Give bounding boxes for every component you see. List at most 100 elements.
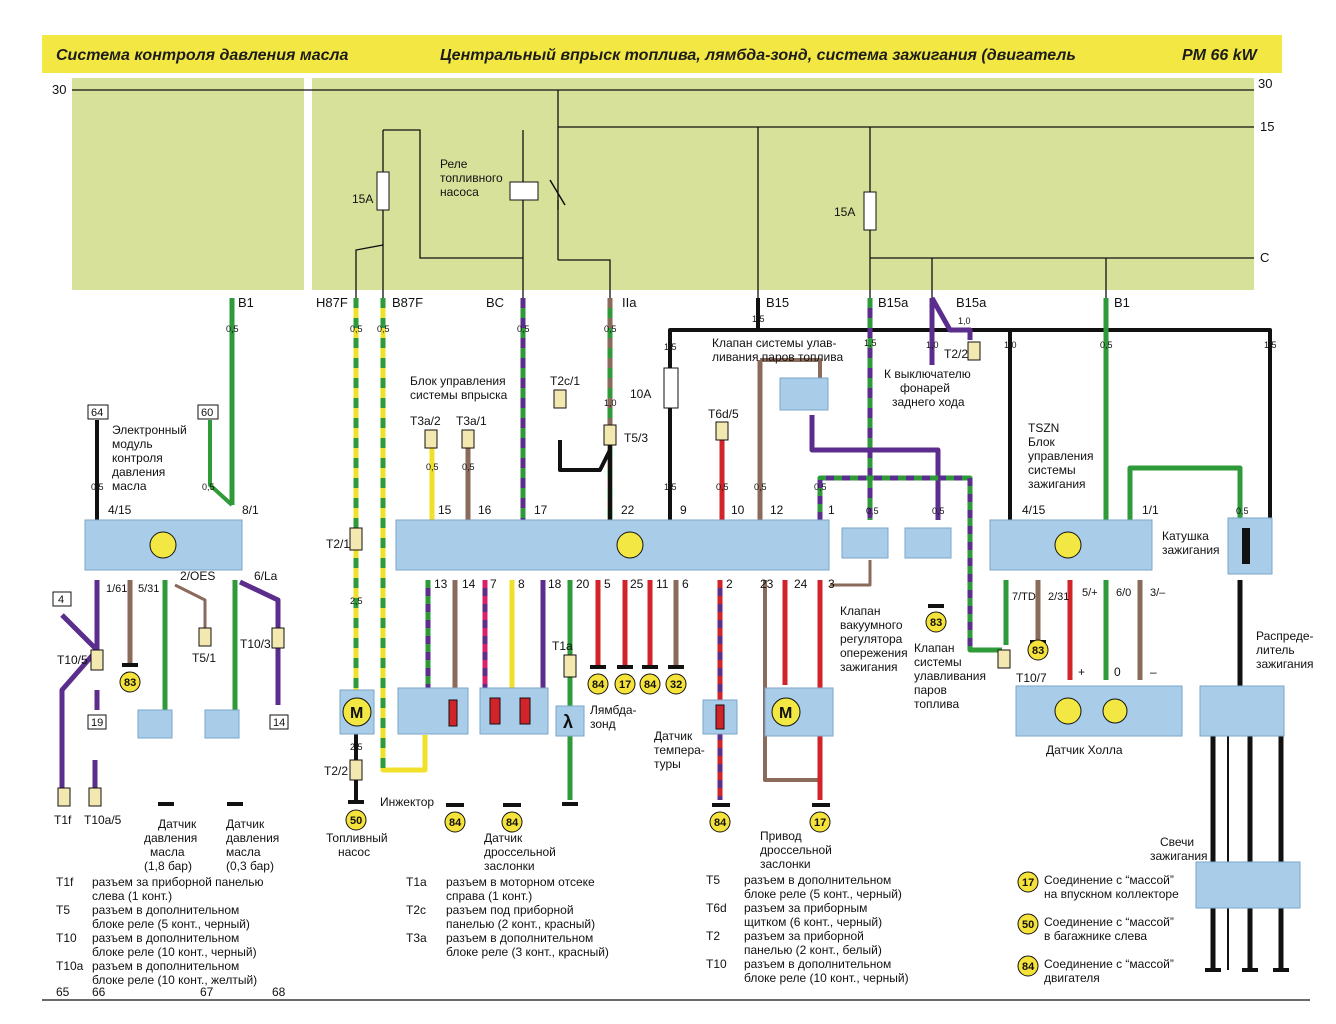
terminal-h87f: H87F: [316, 295, 348, 310]
legend-mid: T1a разъем в моторном отсеке справа (1 к…: [406, 875, 609, 959]
svg-text:6/La: 6/La: [254, 569, 278, 583]
oil-module-transistor-icon: [149, 531, 177, 559]
svg-text:0,5: 0,5: [716, 482, 729, 492]
box-4: 4: [58, 594, 64, 606]
page-66: 66: [92, 985, 106, 999]
svg-text:зажигания: зажигания: [1256, 657, 1314, 671]
svg-text:масла: масла: [226, 845, 261, 859]
wires: [59, 296, 1284, 970]
svg-text:84: 84: [644, 679, 657, 691]
svg-text:разъем в дополнительном: разъем в дополнительном: [92, 931, 239, 945]
svg-text:25: 25: [630, 577, 644, 591]
svg-text:системы: системы: [914, 655, 962, 669]
svg-text:литель: литель: [1256, 643, 1295, 657]
svg-text:T3a: T3a: [406, 931, 427, 945]
svg-text:2,5: 2,5: [350, 742, 363, 752]
engine-code: PM 66 kW: [1182, 47, 1259, 64]
svg-text:блоке реле (10 конт., черный): блоке реле (10 конт., черный): [744, 971, 909, 985]
svg-text:–: –: [1150, 665, 1157, 679]
page-68: 68: [272, 985, 286, 999]
svg-text:Катушка: Катушка: [1162, 529, 1209, 543]
svg-text:1,0: 1,0: [604, 398, 617, 408]
svg-text:+: +: [1078, 665, 1085, 679]
svg-text:Клапан: Клапан: [914, 641, 954, 655]
box-64: 64: [91, 407, 103, 419]
svg-text:T1a: T1a: [406, 875, 427, 889]
svg-text:блоке реле (10 конт., желтый): блоке реле (10 конт., желтый): [92, 973, 257, 987]
svg-text:заслонки: заслонки: [484, 859, 535, 873]
fuse-right-label: 15A: [834, 205, 855, 219]
svg-text:дроссельной: дроссельной: [760, 843, 832, 857]
svg-text:4/15: 4/15: [108, 503, 132, 517]
bus-15: 15: [1260, 119, 1274, 134]
throttle-motor-icon: [771, 697, 801, 727]
box-19: 19: [91, 717, 103, 729]
svg-text:14: 14: [462, 577, 476, 591]
svg-text:(1,8 бар): (1,8 бар): [144, 859, 192, 873]
svg-text:T5/1: T5/1: [192, 651, 216, 665]
panel-wiring: [355, 90, 1107, 298]
svg-text:0,5: 0,5: [226, 324, 239, 334]
svg-text:17: 17: [534, 503, 548, 517]
svg-text:0,5: 0,5: [1100, 340, 1113, 350]
svg-text:3: 3: [828, 577, 835, 591]
svg-text:T10a/5: T10a/5: [84, 813, 122, 827]
svg-text:T2/2: T2/2: [324, 764, 348, 778]
throttle-motor-m: M: [779, 705, 792, 722]
injection-control-unit: [395, 519, 830, 571]
svg-text:2: 2: [726, 577, 733, 591]
svg-text:T10a: T10a: [56, 959, 84, 973]
svg-text:управления: управления: [1028, 449, 1093, 463]
svg-text:0,5: 0,5: [866, 506, 879, 516]
svg-text:регулятора: регулятора: [840, 632, 903, 646]
svg-text:T5: T5: [56, 903, 70, 917]
svg-text:1,5: 1,5: [752, 314, 765, 324]
svg-text:на впускном коллекторе: на впускном коллекторе: [1044, 887, 1179, 901]
svg-text:0: 0: [1114, 665, 1121, 679]
svg-text:Привод: Привод: [760, 829, 802, 843]
svg-text:Распреде-: Распреде-: [1256, 629, 1314, 643]
svg-text:давления: давления: [112, 465, 165, 479]
svg-text:84: 84: [449, 817, 462, 829]
svg-text:10: 10: [731, 503, 745, 517]
svg-text:1,0: 1,0: [926, 340, 939, 350]
svg-text:давления: давления: [144, 831, 197, 845]
svg-text:разъем за приборной панелью: разъем за приборной панелью: [92, 875, 263, 889]
terminal-b15a-1: B15a: [878, 295, 909, 310]
left-title: Система контроля давления масла: [56, 47, 348, 64]
svg-text:(0,3 бар): (0,3 бар): [226, 859, 274, 873]
svg-text:T5: T5: [706, 873, 720, 887]
relay-panel-left: [72, 78, 304, 290]
svg-text:Датчик Холла: Датчик Холла: [1046, 743, 1123, 757]
svg-text:разъем за приборным: разъем за приборным: [744, 901, 867, 915]
svg-text:0,5: 0,5: [814, 482, 827, 492]
svg-text:панелью (2 конт., белый): панелью (2 конт., белый): [744, 943, 882, 957]
terminal-b15: B15: [766, 295, 789, 310]
svg-text:улавливания: улавливания: [914, 669, 986, 683]
svg-text:1: 1: [828, 503, 835, 517]
svg-text:5/31: 5/31: [138, 583, 159, 595]
spark-plugs: [1195, 861, 1301, 909]
svg-text:двигателя: двигателя: [1044, 971, 1100, 985]
svg-text:справа (1 конт.): справа (1 конт.): [446, 889, 532, 903]
svg-text:17: 17: [1022, 877, 1034, 889]
svg-text:7: 7: [490, 577, 497, 591]
svg-text:T3a/2: T3a/2: [410, 414, 441, 428]
svg-text:Блок управления: Блок управления: [410, 374, 506, 388]
relay-label-2: топливного: [440, 171, 503, 185]
svg-text:17: 17: [619, 679, 631, 691]
svg-text:9: 9: [680, 503, 687, 517]
svg-text:масла: масла: [112, 479, 147, 493]
svg-text:щитком (6 конт., черный): щитком (6 конт., черный): [744, 915, 882, 929]
svg-text:24: 24: [794, 577, 808, 591]
svg-text:T2c/1: T2c/1: [550, 374, 580, 388]
svg-text:панелью (2 конт., красный): панелью (2 конт., красный): [446, 917, 595, 931]
temp-resistor-icon: [715, 704, 725, 730]
svg-text:T2: T2: [706, 929, 720, 943]
terminal-iia: IIa: [622, 295, 637, 310]
injector-resistor-icon: [448, 699, 458, 727]
connector-labels: T1f T10a/5 T10/5 T5/1 T10/3 T2/1 T2/2 T3…: [54, 347, 1047, 827]
svg-text:T10: T10: [706, 957, 727, 971]
relay-label-3: насоса: [440, 185, 479, 199]
svg-text:Датчик: Датчик: [226, 817, 265, 831]
